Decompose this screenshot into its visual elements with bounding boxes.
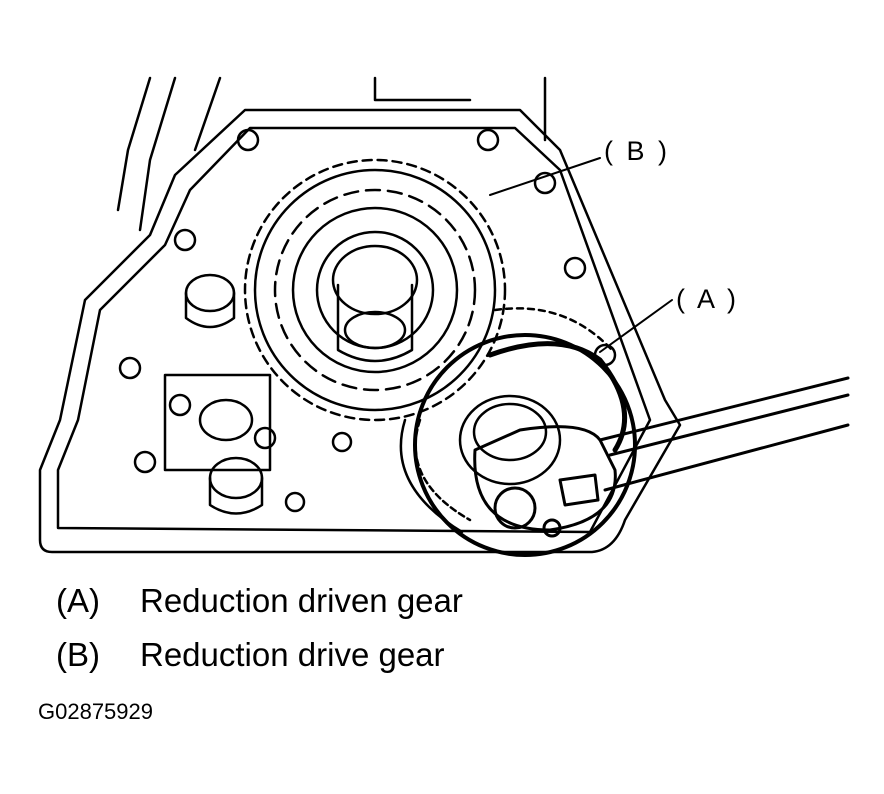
legend-key: (A) [56,582,100,619]
socket-wrench [473,376,850,538]
leader-line-b [489,157,601,196]
figure-id: G02875929 [38,699,153,724]
housing-inner-rim [56,126,652,534]
callout-label-a: ( A ) [676,284,740,314]
legend-text: Reduction drive gear [140,636,445,673]
legend-row-a: (A) Reduction driven gear [56,582,463,620]
reduction-driven-gear [399,307,637,557]
housing-bosses [163,273,272,515]
legend-text: Reduction driven gear [140,582,463,619]
casing-upper-lines [116,76,547,232]
transmission-gear-illustration [38,76,850,557]
leader-line-a [599,299,673,353]
housing-outline [38,108,682,554]
legend-row-b: (B) Reduction drive gear [56,636,445,674]
legend-key: (B) [56,636,100,673]
callout-label-b: ( B ) [604,136,670,166]
reduction-drive-gear [243,158,507,422]
